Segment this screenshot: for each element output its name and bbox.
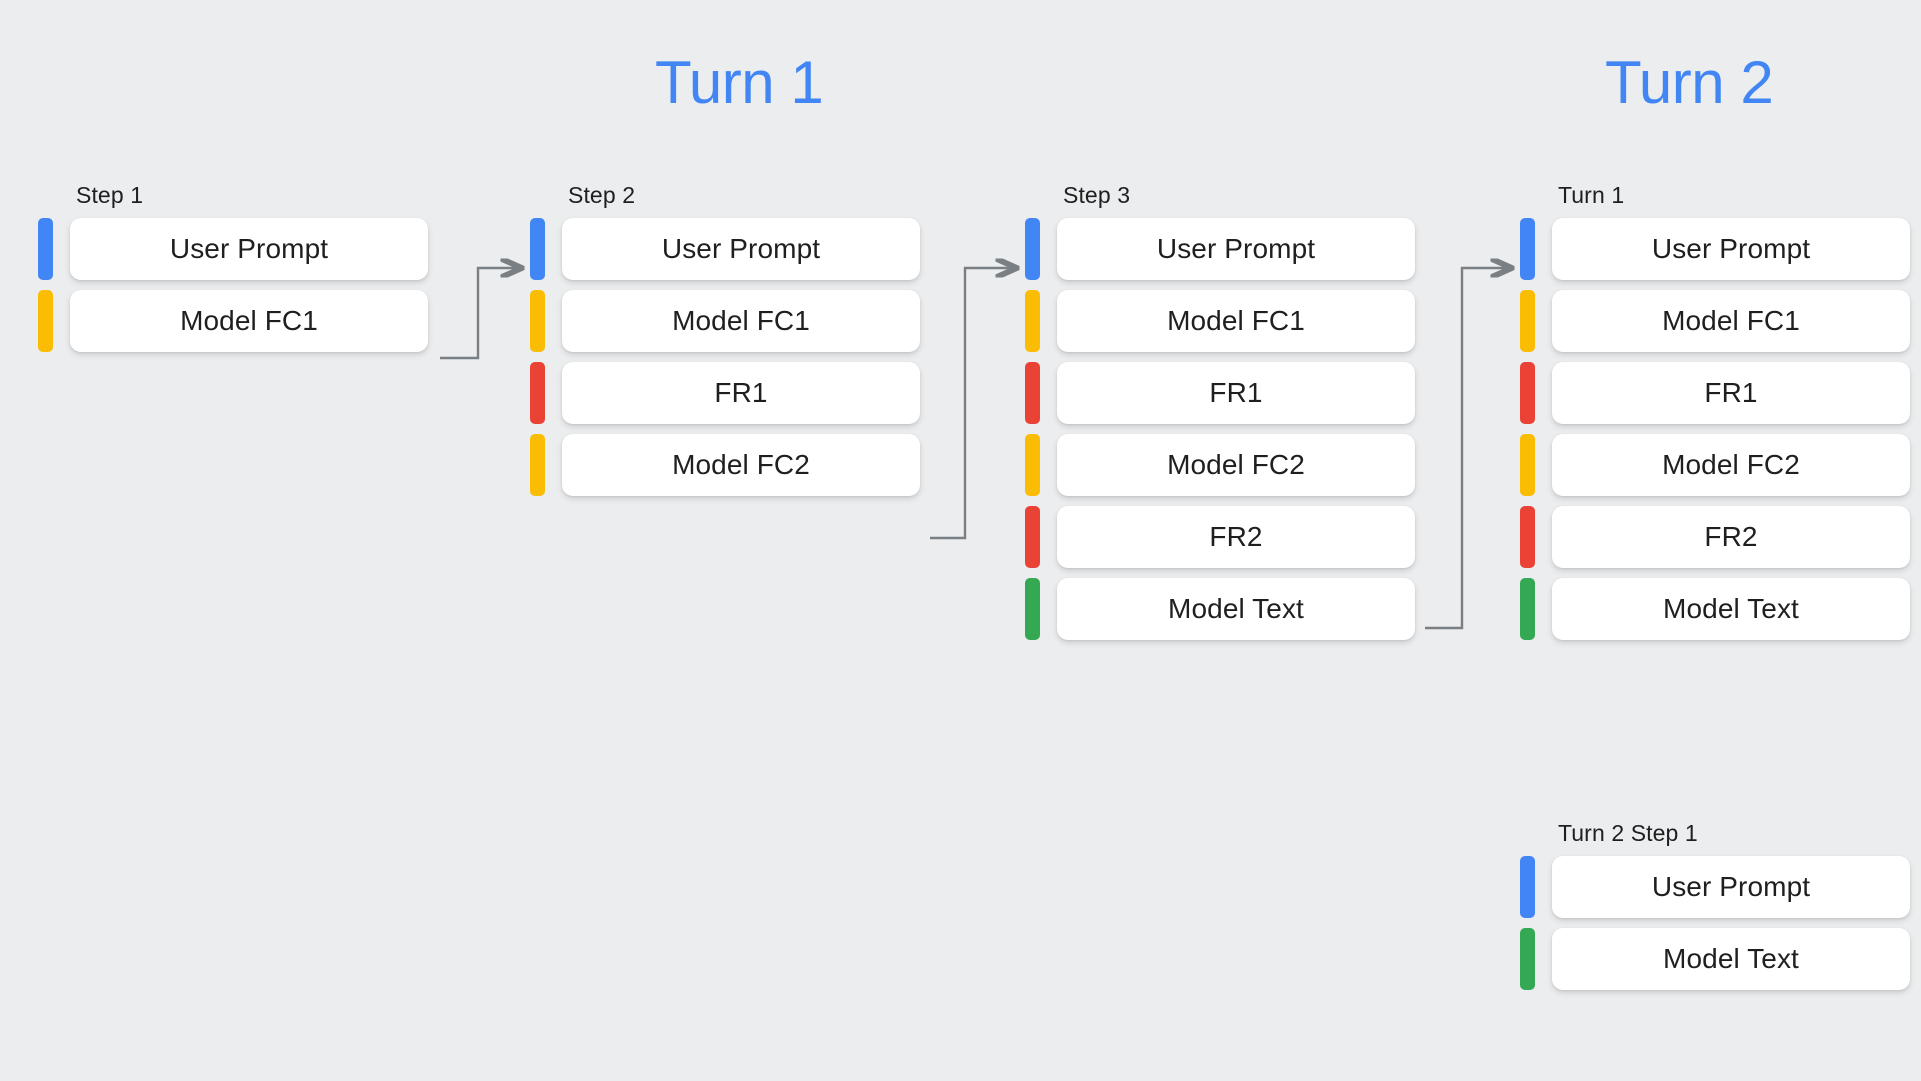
status-bar-blue-icon: [38, 218, 53, 280]
card-label[interactable]: User Prompt: [1552, 856, 1910, 918]
row-model-fc2[interactable]: Model FC2: [1520, 434, 1910, 496]
card-label[interactable]: FR1: [562, 362, 920, 424]
status-bar-yellow-icon: [1520, 290, 1535, 352]
row-list-step-2: User Prompt Model FC1 FR1 Model FC2: [530, 218, 920, 496]
card-label[interactable]: Model Text: [1552, 578, 1910, 640]
status-bar-green-icon: [1520, 578, 1535, 640]
status-bar-blue-icon: [1520, 218, 1535, 280]
column-label-step-1: Step 1: [76, 182, 144, 208]
status-bar-yellow-icon: [38, 290, 53, 352]
status-bar-yellow-icon: [530, 290, 545, 352]
card-label[interactable]: Model FC1: [562, 290, 920, 352]
card-label[interactable]: Model FC1: [1057, 290, 1415, 352]
row-model-fc1[interactable]: Model FC1: [1025, 290, 1415, 352]
column-label-turn2-turn1: Turn 1: [1558, 182, 1625, 208]
card-label[interactable]: User Prompt: [1552, 218, 1910, 280]
column-turn2-turn1: Turn 1 User Prompt Model FC1 FR1 Model F…: [1520, 182, 1910, 650]
card-label[interactable]: Model Text: [1057, 578, 1415, 640]
status-bar-yellow-icon: [1025, 434, 1040, 496]
row-model-text[interactable]: Model Text: [1520, 928, 1910, 990]
row-fr2[interactable]: FR2: [1025, 506, 1415, 568]
row-list-turn2-turn1: User Prompt Model FC1 FR1 Model FC2 FR2 …: [1520, 218, 1910, 640]
row-fr1[interactable]: FR1: [1025, 362, 1415, 424]
card-label[interactable]: Model Text: [1552, 928, 1910, 990]
card-label[interactable]: User Prompt: [70, 218, 428, 280]
status-bar-red-icon: [1520, 506, 1535, 568]
row-model-fc1[interactable]: Model FC1: [530, 290, 920, 352]
status-bar-red-icon: [1520, 362, 1535, 424]
status-bar-yellow-icon: [530, 434, 545, 496]
status-bar-blue-icon: [1520, 856, 1535, 918]
row-user-prompt[interactable]: User Prompt: [38, 218, 428, 280]
column-label-step-2: Step 2: [568, 182, 636, 208]
row-user-prompt[interactable]: User Prompt: [1520, 218, 1910, 280]
status-bar-red-icon: [1025, 506, 1040, 568]
row-fr1[interactable]: FR1: [1520, 362, 1910, 424]
section-title-turn-2: Turn 2: [1605, 49, 1774, 116]
status-bar-blue-icon: [530, 218, 545, 280]
connector-step1-to-step2: [440, 268, 522, 360]
column-step-3: Step 3 User Prompt Model FC1 FR1 Model F…: [1025, 182, 1415, 650]
card-label[interactable]: FR1: [1552, 362, 1910, 424]
row-user-prompt[interactable]: User Prompt: [1025, 218, 1415, 280]
row-list-turn2-step1: User Prompt Model Text: [1520, 856, 1910, 990]
status-bar-green-icon: [1520, 928, 1535, 990]
status-bar-yellow-icon: [1520, 434, 1535, 496]
row-model-text[interactable]: Model Text: [1025, 578, 1415, 640]
row-model-fc1[interactable]: Model FC1: [1520, 290, 1910, 352]
card-label[interactable]: Model FC2: [1552, 434, 1910, 496]
section-title-turn-1: Turn 1: [655, 49, 824, 116]
column-step-2: Step 2 User Prompt Model FC1 FR1 Model F…: [530, 182, 920, 506]
connector-step2-to-step3: [930, 268, 1017, 540]
row-list-step-3: User Prompt Model FC1 FR1 Model FC2 FR2 …: [1025, 218, 1415, 640]
card-label[interactable]: Model FC2: [1057, 434, 1415, 496]
status-bar-green-icon: [1025, 578, 1040, 640]
column-step-1: Step 1 User Prompt Model FC1: [38, 182, 428, 362]
card-label[interactable]: Model FC1: [1552, 290, 1910, 352]
row-fr2[interactable]: FR2: [1520, 506, 1910, 568]
card-label[interactable]: FR1: [1057, 362, 1415, 424]
status-bar-red-icon: [530, 362, 545, 424]
row-model-fc1[interactable]: Model FC1: [38, 290, 428, 352]
card-label[interactable]: Model FC2: [562, 434, 920, 496]
connector-step3-to-turn2: [1425, 268, 1512, 630]
column-label-turn2-step1: Turn 2 Step 1: [1558, 820, 1698, 846]
card-label[interactable]: User Prompt: [1057, 218, 1415, 280]
column-turn2-step1: Turn 2 Step 1 User Prompt Model Text: [1520, 820, 1910, 1000]
row-model-fc2[interactable]: Model FC2: [530, 434, 920, 496]
card-label[interactable]: FR2: [1057, 506, 1415, 568]
card-label[interactable]: Model FC1: [70, 290, 428, 352]
row-user-prompt[interactable]: User Prompt: [1520, 856, 1910, 918]
row-user-prompt[interactable]: User Prompt: [530, 218, 920, 280]
status-bar-yellow-icon: [1025, 290, 1040, 352]
row-model-text[interactable]: Model Text: [1520, 578, 1910, 640]
row-list-step-1: User Prompt Model FC1: [38, 218, 428, 352]
row-model-fc2[interactable]: Model FC2: [1025, 434, 1415, 496]
card-label[interactable]: User Prompt: [562, 218, 920, 280]
status-bar-blue-icon: [1025, 218, 1040, 280]
card-label[interactable]: FR2: [1552, 506, 1910, 568]
status-bar-red-icon: [1025, 362, 1040, 424]
column-label-step-3: Step 3: [1063, 182, 1131, 208]
row-fr1[interactable]: FR1: [530, 362, 920, 424]
